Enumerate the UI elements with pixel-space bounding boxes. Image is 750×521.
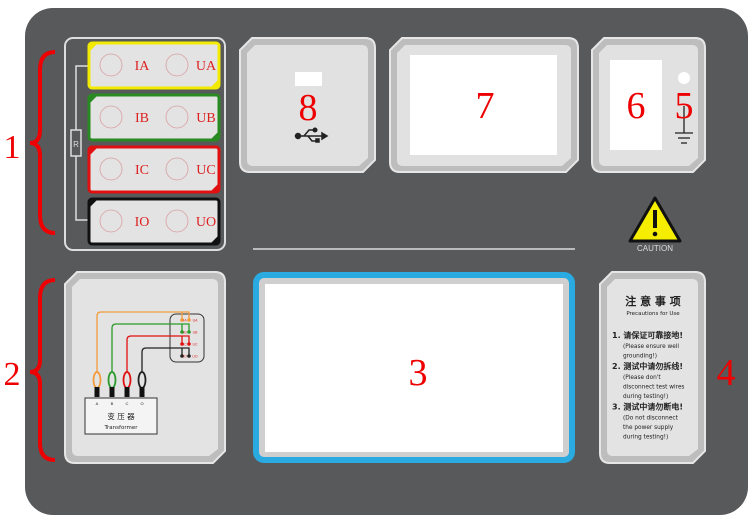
current-label: IC: [135, 163, 149, 178]
terminal-label: IO: [183, 355, 187, 359]
corner-mark: [210, 235, 219, 244]
precaution-item-cn: 1. 请保证可靠接地!: [612, 330, 683, 340]
terminal-row-frame: [87, 145, 221, 194]
current-jack[interactable]: [99, 157, 123, 181]
precaution-item-cn: 3. 测试中请勿断电!: [612, 402, 683, 412]
clip-label: B: [111, 401, 114, 406]
voltage-jack[interactable]: [165, 105, 189, 129]
current-label: IB: [135, 111, 149, 126]
transformer-en: Transformer: [103, 425, 138, 431]
current-jack[interactable]: [99, 105, 123, 129]
voltage-jack[interactable]: [165, 209, 189, 233]
transformer-cn: 变 压 器: [107, 411, 135, 421]
test-lead-a: IA UA A: [92, 311, 199, 406]
clip-plug: [94, 387, 100, 397]
ground-icon: [675, 106, 693, 144]
precautions-title-en: Precautions for Use: [626, 311, 680, 317]
terminal-row-ia: IA UA: [87, 41, 221, 90]
clip-plug: [139, 387, 145, 397]
terminal-label: UA: [193, 319, 199, 323]
precautions-title-cn: 注 意 事 项: [625, 294, 681, 308]
precaution-item-en: (Do not disconnect: [623, 416, 679, 422]
clip-label: A: [96, 401, 99, 406]
terminal-label: IA: [183, 319, 187, 323]
terminal-label: UC: [192, 343, 198, 347]
precaution-item-en: during testing!): [623, 435, 668, 441]
corner-mark: [210, 183, 219, 192]
voltage-jack[interactable]: [165, 157, 189, 181]
corner-mark: [89, 43, 98, 52]
clip-label: O: [140, 401, 143, 406]
clip-label: C: [126, 401, 129, 406]
caution-label: CAUTION: [637, 244, 673, 253]
terminal-label: IC: [183, 343, 187, 347]
voltage-label: UC: [196, 163, 215, 178]
terminal-group: [64, 37, 226, 251]
current-label: IO: [135, 215, 150, 230]
resistor-label: R: [73, 140, 79, 149]
power-switch[interactable]: [610, 60, 662, 150]
transformer-box: [84, 397, 158, 435]
precaution-item-cn: 2. 测试中请勿拆线!: [612, 361, 683, 371]
corner-mark: [210, 79, 219, 88]
callout-7: 7: [476, 85, 495, 127]
ground-terminal[interactable]: [678, 72, 690, 84]
callout-4: 4: [717, 352, 736, 394]
terminal-row-io: IO UO: [87, 197, 221, 246]
voltage-label: UO: [196, 215, 216, 230]
callout-6: 6: [627, 85, 646, 127]
current-jack[interactable]: [99, 209, 123, 233]
voltage-jack[interactable]: [165, 53, 189, 77]
test-lead-c: IC UC C: [122, 335, 198, 406]
corner-mark: [89, 95, 98, 104]
callout-5: 5: [675, 85, 694, 127]
voltage-label: UA: [196, 59, 217, 74]
voltage-label: UB: [196, 111, 215, 126]
terminal-row-ic: IC UC: [87, 145, 221, 194]
callout-3: 3: [409, 352, 428, 394]
precaution-item-en: grounding!): [623, 354, 657, 360]
corner-mark: [89, 147, 98, 156]
terminal-row-frame: [87, 197, 221, 246]
corner-mark: [89, 199, 98, 208]
usb-icon: [294, 127, 329, 143]
brace-1: [29, 50, 56, 235]
precaution-item-en: (Please ensure well: [623, 344, 679, 350]
test-lead-b: IB UB B: [107, 323, 199, 406]
clip-plug: [124, 387, 130, 397]
printer-slot: [410, 55, 557, 155]
precaution-item-en: (Please don't: [623, 375, 661, 381]
wiring-terminal-block: [169, 313, 205, 363]
terminal-label: UO: [192, 355, 198, 359]
corner-mark: [210, 131, 219, 140]
callout-8: 8: [299, 87, 318, 129]
lcd-screen[interactable]: [265, 284, 563, 452]
terminal-row-frame: [87, 41, 221, 90]
terminal-row-frame: [87, 93, 221, 142]
terminal-row-ib: IB UB: [87, 93, 221, 142]
terminal-label: UB: [193, 331, 199, 335]
clip-plug: [109, 387, 115, 397]
test-lead-o: IO UO O: [137, 347, 198, 406]
resistor-icon: [70, 129, 82, 157]
callout-2: 2: [4, 356, 21, 393]
usb-port[interactable]: [295, 72, 322, 86]
terminal-label: IB: [183, 331, 187, 335]
current-jack[interactable]: [99, 53, 123, 77]
brace-2: [29, 278, 56, 462]
precaution-item-en: disconnect test wires: [623, 385, 684, 391]
precaution-item-en: the power supply: [623, 425, 674, 431]
current-label: IA: [135, 59, 151, 74]
callout-1: 1: [4, 129, 21, 166]
precaution-item-en: during testing!): [623, 394, 668, 400]
